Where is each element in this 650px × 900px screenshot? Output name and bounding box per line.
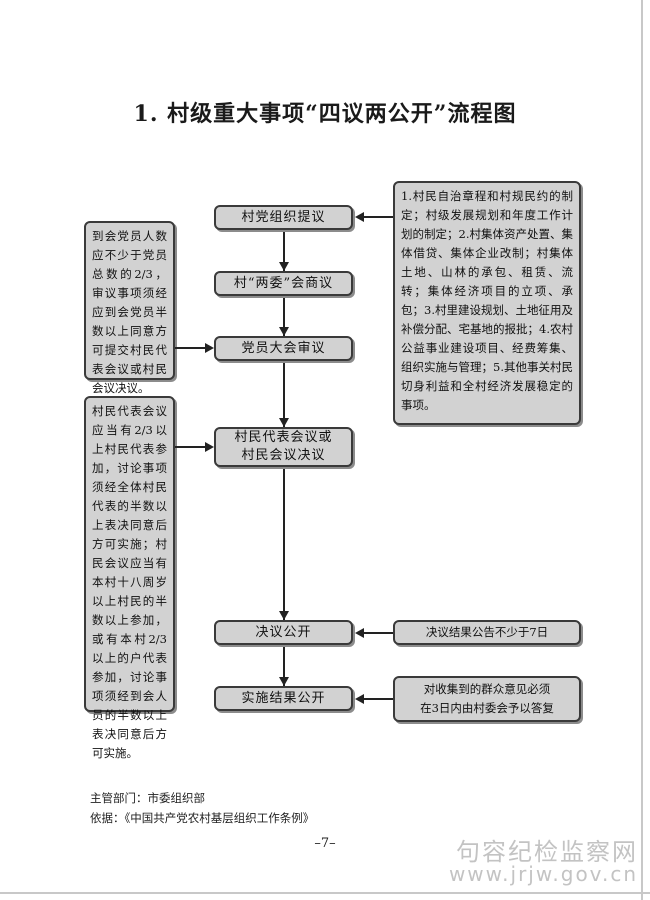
arrow-step3-step4 [279, 418, 289, 427]
note-resolution-notice: 决议结果公告不少于7日 [393, 620, 581, 645]
page-title: 1. 村级重大事项“四议两公开”流程图 [133, 101, 517, 127]
step-5-label: 决议公开 [255, 624, 312, 640]
connector-resolution-note [364, 632, 393, 634]
note-villager-meeting-rule: 村民代表会议应当有2/3以上村民代表参加，讨论事项须经全体村民代表的半数以上表决… [84, 396, 175, 760]
note-result-reply-line1: 对收集到的群众意见必须 [423, 682, 551, 696]
arrow-step4-step5 [279, 611, 289, 620]
note-party-congress-rule-text: 到会党员人数应不少于党员总数的2/3，审议事项须经应到会党员半数以上同意方可提交… [92, 229, 167, 395]
step-2-label: 村“两委”会商议 [233, 275, 334, 291]
step-3-label: 党员大会审议 [241, 340, 326, 356]
step-1-label: 村党组织提议 [241, 209, 326, 225]
footer-basis: 依据：《中国共产党农村基层组织工作条例》 [90, 811, 315, 825]
note-party-congress-rule: 到会党员人数应不少于党员总数的2/3，审议事项须经应到会党员半数以上同意方可提交… [84, 221, 175, 395]
page-number: –7– [314, 836, 336, 851]
step-4-label-line1: 村民代表会议或 [234, 430, 333, 445]
arrow-step1-step2 [279, 262, 289, 271]
arrow-matters-to-step1 [355, 212, 364, 222]
step-4-label-line2: 村民会议决议 [241, 448, 326, 463]
watermark-site-url: www.jrjw.gov.cn [448, 862, 638, 886]
page-border-bottom [0, 892, 650, 894]
page-border-right [641, 0, 643, 900]
connector-party-rule-to-step3 [175, 347, 205, 349]
step-4-villager-resolution: 村民代表会议或 村民会议决议 [214, 427, 353, 467]
step-5-resolution-public: 决议公开 [214, 620, 353, 645]
step-3-party-congress-review: 党员大会审议 [214, 336, 353, 361]
arrow-step5-step6 [279, 677, 289, 686]
connector-villager-rule-to-step4 [175, 446, 205, 448]
arrow-resolution-note [355, 628, 364, 638]
note-resolution-notice-text: 决议结果公告不少于7日 [425, 625, 549, 639]
arrow-villager-rule-to-step4 [205, 442, 214, 452]
connector-matters-to-step1 [364, 216, 393, 218]
footer-department: 主管部门：市委组织部 [90, 791, 205, 805]
note-result-reply-line2: 在3日内由村委会予以答复 [420, 701, 554, 715]
connector-result-note [364, 698, 393, 700]
step-6-label: 实施结果公开 [241, 690, 326, 706]
step-6-result-public: 实施结果公开 [214, 686, 353, 711]
arrow-step2-step3 [279, 327, 289, 336]
note-matters-list: 1.村民自治章程和村规民约的制定；村级发展规划和年度工作计划的制定；2.村集体资… [393, 181, 581, 425]
note-villager-meeting-rule-text: 村民代表会议应当有2/3以上村民代表参加，讨论事项须经全体村民代表的半数以上表决… [92, 404, 167, 760]
arrow-result-note [355, 694, 364, 704]
note-result-reply: 对收集到的群众意见必须 在3日内由村委会予以答复 [393, 676, 581, 722]
watermark-site-name: 句容纪检监察网 [456, 838, 638, 866]
step-1-party-proposal: 村党组织提议 [214, 205, 353, 230]
note-matters-list-text: 1.村民自治章程和村规民约的制定；村级发展规划和年度工作计划的制定；2.村集体资… [401, 189, 573, 412]
arrow-party-rule-to-step3 [205, 343, 214, 353]
step-2-committee-discussion: 村“两委”会商议 [214, 271, 353, 296]
